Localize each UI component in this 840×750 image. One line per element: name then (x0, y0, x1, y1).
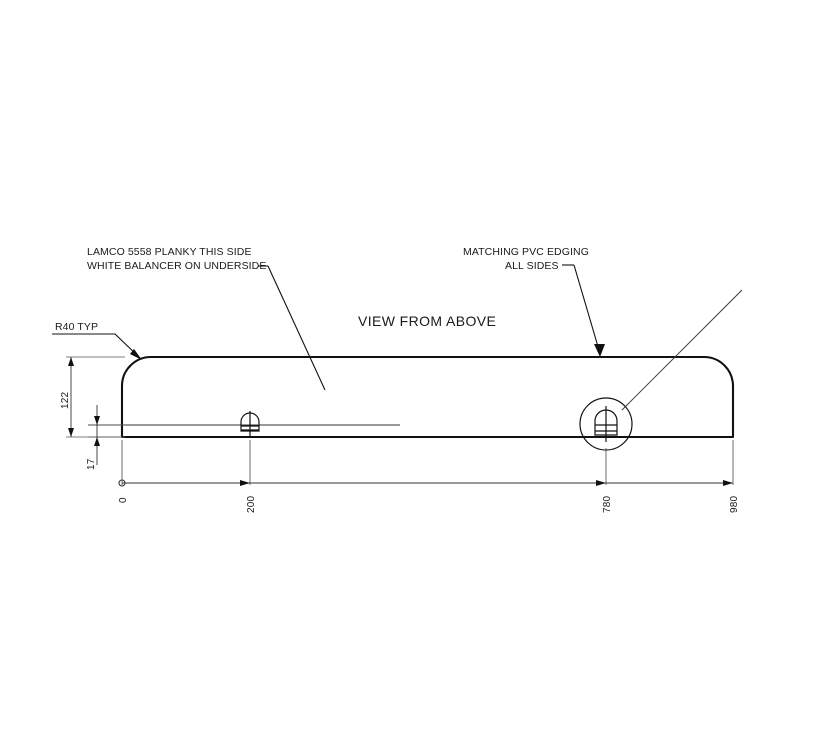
ordinate-label-200: 200 (246, 495, 257, 513)
edging-note-group: MATCHING PVC EDGING ALL SIDES (463, 246, 605, 357)
view-title: VIEW FROM ABOVE (358, 313, 496, 329)
material-note-line2: WHITE BALANCER ON UNDERSIDE (87, 260, 266, 272)
hole-detail-200 (240, 411, 260, 437)
edging-note-line1: MATCHING PVC EDGING (463, 246, 589, 258)
radius-annotation-group: R40 TYP (52, 321, 142, 360)
dimension-17-group: 17 (86, 405, 125, 470)
ordinate-label-980: 980 (729, 495, 740, 513)
material-note-line1: LAMCO 5558 PLANKY THIS SIDE (87, 246, 252, 258)
radius-note-label: R40 TYP (55, 321, 98, 333)
ordinate-dimension-group: 0 200 780 980 (118, 440, 740, 513)
edging-note-line2: ALL SIDES (505, 260, 559, 272)
panel-outline (120, 355, 735, 439)
ordinate-label-0: 0 (118, 497, 129, 503)
dimension-17-label: 17 (86, 458, 97, 470)
detail-leader-line (621, 289, 743, 411)
material-note-group: LAMCO 5558 PLANKY THIS SIDE WHITE BALANC… (87, 246, 326, 391)
dimension-122-label: 122 (60, 391, 71, 409)
ordinate-label-780: 780 (602, 495, 613, 513)
